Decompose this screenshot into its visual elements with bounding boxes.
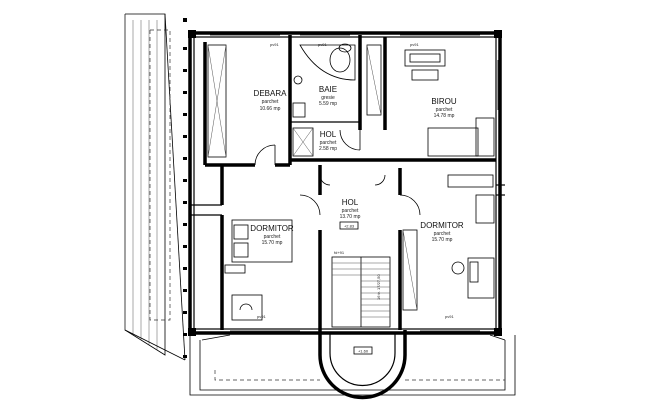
tag-pv-debara: pv91	[270, 42, 279, 47]
room-hol-floor: parchet	[342, 208, 359, 214]
room-dorm-left-floor: parchet	[264, 234, 281, 240]
room-baie-area: 5.59 mp	[319, 101, 337, 107]
room-hol-small-name: HOL	[320, 130, 337, 139]
room-debara-floor: parchet	[262, 99, 279, 105]
stairs	[331, 256, 391, 328]
room-birou-label: BIROU parchet 14.78 mp	[431, 97, 457, 119]
stairs-label: 16 tr. 17/27,50	[376, 274, 381, 300]
hall-level-tag: +2.83	[344, 224, 355, 229]
room-birou-area: 14.78 mp	[434, 113, 455, 119]
tag-pv-baie: pv91	[318, 42, 327, 47]
interior-walls	[190, 35, 505, 330]
room-debara-name: DEBARA	[254, 89, 288, 98]
room-hol-label: HOL parchet 13.70 mp +2.83	[340, 198, 361, 230]
tag-fd: fd+91	[334, 250, 345, 255]
room-hol-name: HOL	[342, 198, 359, 207]
doors	[254, 129, 421, 216]
left-bedroom-furniture	[224, 219, 293, 321]
balcony	[189, 330, 516, 400]
windows	[210, 34, 499, 332]
room-dorm-left-label: DORMITOR parchet 15.70 mp	[250, 224, 294, 246]
tags: pv91 pv91 pv91 pv91 pv91 fd+91 16 tr. 17…	[257, 42, 454, 355]
room-baie-name: BAIE	[319, 85, 337, 94]
tag-pv-dorm-left: pv91	[257, 314, 266, 319]
room-hol-small-area: 2.58 mp	[319, 146, 337, 152]
hall-closet	[292, 127, 314, 157]
room-dorm-right-area: 15.70 mp	[432, 237, 453, 243]
right-bedroom-furniture	[402, 174, 495, 311]
debara-shelf	[207, 44, 227, 158]
room-baie-floor: gresie	[321, 95, 335, 101]
room-debara-area: 10.66 mp	[260, 106, 281, 112]
room-dorm-right-floor: parchet	[434, 231, 451, 237]
outer-walls	[188, 30, 502, 336]
room-debara-label: DEBARA parchet 10.66 mp	[254, 89, 288, 112]
tag-pv-birou: pv91	[410, 42, 419, 47]
bathroom-fixtures	[292, 43, 356, 118]
office-furniture	[366, 44, 495, 157]
room-hol-area: 13.70 mp	[340, 214, 361, 220]
room-hol-small-floor: parchet	[320, 140, 337, 146]
room-dorm-left-name: DORMITOR	[250, 224, 294, 233]
room-dorm-left-area: 15.70 mp	[262, 240, 283, 246]
room-birou-name: BIROU	[431, 97, 457, 106]
room-birou-floor: parchet	[436, 107, 453, 113]
room-dorm-right-label: DORMITOR parchet 15.70 mp	[420, 221, 464, 243]
tag-pv-dorm-right: pv91	[445, 314, 454, 319]
left-roof-outline	[124, 13, 187, 361]
room-baie-label: BAIE gresie 5.59 mp	[319, 85, 337, 107]
room-hol-small-label: HOL parchet 2.58 mp	[319, 130, 337, 152]
balcony-level-tag: +1.60	[358, 349, 369, 354]
roof-brackets	[183, 18, 187, 358]
room-dorm-right-name: DORMITOR	[420, 221, 464, 230]
